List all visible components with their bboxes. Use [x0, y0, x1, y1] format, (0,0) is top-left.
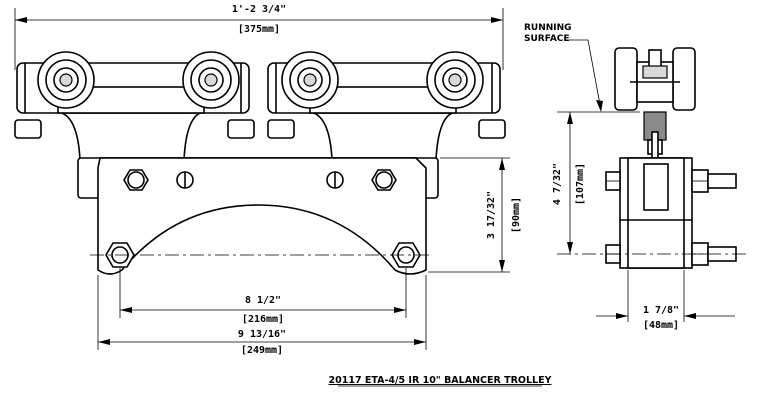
overall-length-dimension: 1'-2 3/4" [375mm]: [14, 4, 504, 70]
wheel-1: [37, 51, 95, 109]
bolt-spacing-label: 8 1/2": [245, 295, 281, 306]
plate-width-label: 9 13/16": [238, 329, 286, 340]
running-height-dimension: 4 7/32" [107mm]: [552, 112, 586, 254]
bolt-spacing-mm-label: [216mm]: [242, 314, 284, 325]
plate-width-dimension: 9 13/16" [249mm]: [98, 329, 426, 356]
overall-length-label: 1'-2 3/4": [232, 4, 286, 15]
overall-length-mm-label: [375mm]: [238, 24, 280, 35]
running-surface-label-line1: RUNNING: [524, 23, 572, 33]
wheel-3: [281, 51, 339, 109]
running-height-label: 4 7/32": [552, 163, 563, 205]
front-view: 1'-2 3/4" [375mm]: [14, 4, 522, 356]
plate-height-mm-label: [90mm]: [511, 197, 522, 233]
lower-bolts: [90, 242, 430, 268]
side-width-dimension: 1 7/8" [48mm]: [596, 270, 735, 331]
running-height-mm-label: [107mm]: [575, 163, 586, 205]
wheel-2: [182, 51, 240, 109]
guide-rollers: [14, 119, 506, 139]
plate-width-mm-label: [249mm]: [241, 345, 283, 356]
bolt-spacing-dimension: 8 1/2" [216mm]: [120, 295, 406, 325]
side-width-label: 1 7/8": [643, 305, 679, 316]
plate-height-label: 3 17/32": [486, 191, 497, 239]
wheel-4: [426, 51, 484, 109]
drawing-title: 20117 ETA-4/5 IR 10" BALANCER TROLLEY: [329, 375, 552, 386]
hanger-stem: [643, 111, 667, 165]
upper-fasteners: [123, 169, 397, 191]
running-surface-label-line2: SURFACE: [524, 34, 570, 44]
plate-height-dimension: 3 17/32" [90mm]: [428, 157, 522, 273]
side-width-mm-label: [48mm]: [643, 320, 679, 331]
side-view: RUNNING SURFACE: [524, 23, 748, 331]
side-body: [619, 157, 693, 269]
side-wheels: [614, 47, 696, 111]
